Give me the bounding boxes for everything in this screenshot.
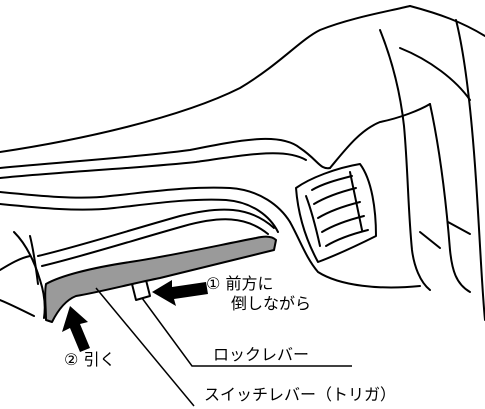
- step2-callout: ② 引く: [64, 350, 115, 370]
- tool-body: [0, 5, 485, 321]
- switch-lever-leader: [95, 287, 195, 407]
- step1-marker: ①: [206, 274, 221, 293]
- switch-lever-label: スイッチレバー（トリガ）: [204, 385, 397, 404]
- step1-line2: 倒しながら: [231, 294, 312, 313]
- pull-arrow-icon: [62, 306, 90, 352]
- step1-callout: ① 前方に 倒しながら: [206, 274, 311, 314]
- step1-line1: 前方に: [225, 274, 274, 293]
- switch-lever-shape: [44, 235, 277, 323]
- forward-arrow-icon: [152, 280, 208, 306]
- lock-lever-label: ロックレバー: [213, 345, 310, 364]
- lock-lever-leader: [141, 297, 352, 367]
- step2-text: 引く: [83, 350, 116, 369]
- step2-marker: ②: [64, 350, 79, 369]
- leader-lines: [95, 287, 352, 407]
